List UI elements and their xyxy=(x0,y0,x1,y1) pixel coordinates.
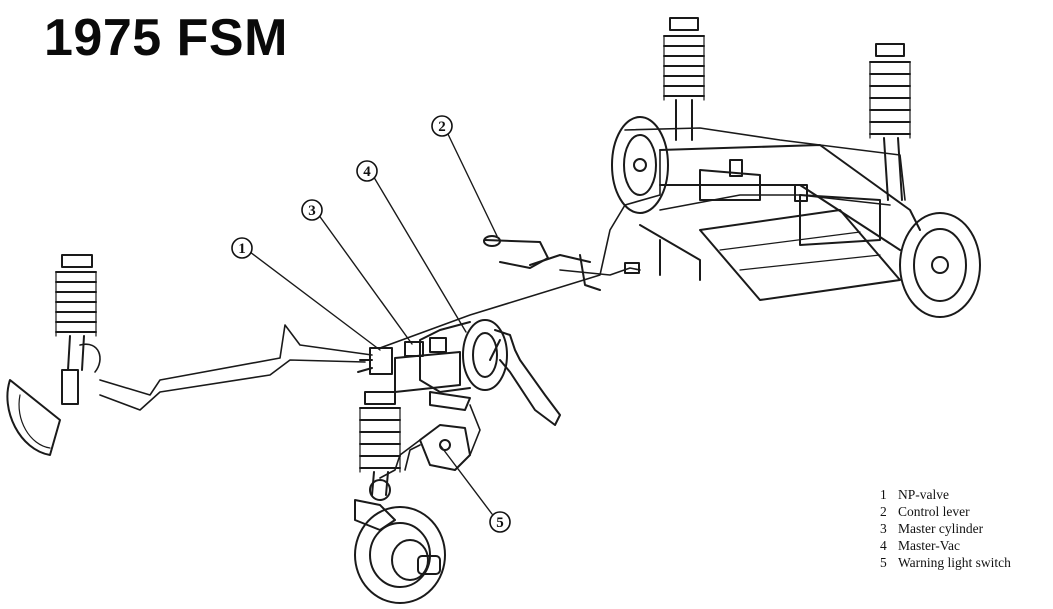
legend-label: NP-valve xyxy=(898,487,949,502)
legend-number: 1 xyxy=(880,487,887,502)
legend-label: Control lever xyxy=(898,504,970,519)
master-cylinder-assembly xyxy=(357,319,561,426)
legend-item: 1 NP-valve xyxy=(880,486,1011,503)
callout-3: 3 xyxy=(301,199,323,221)
callout-4: 4 xyxy=(356,160,378,182)
legend-label: Master-Vac xyxy=(898,538,960,553)
legend-number: 3 xyxy=(880,521,887,536)
svg-text:4: 4 xyxy=(363,164,371,180)
page-title: 1975 FSM xyxy=(44,9,288,67)
callout-5: 5 xyxy=(489,511,511,533)
legend-item: 4 Master-Vac xyxy=(880,537,1011,554)
legend-number: 5 xyxy=(880,555,887,570)
brake-lines xyxy=(99,149,661,411)
svg-text:5: 5 xyxy=(496,515,504,531)
legend-item: 2 Control lever xyxy=(880,503,1011,520)
svg-text:2: 2 xyxy=(438,119,446,135)
front-left-strut xyxy=(6,254,101,456)
parts-legend: 1 NP-valve 2 Control lever 3 Master cylinde… xyxy=(880,486,1011,571)
legend-number: 2 xyxy=(880,504,887,519)
legend-item: 5 Warning light switch xyxy=(880,554,1011,571)
legend-label: Master cylinder xyxy=(898,521,984,536)
callout-2: 2 xyxy=(431,115,453,137)
front-right-strut xyxy=(354,391,446,604)
legend-label: Warning light switch xyxy=(898,555,1011,570)
control-lever xyxy=(483,235,641,291)
legend-number: 4 xyxy=(880,538,887,553)
callout-1: 1 xyxy=(231,237,253,259)
svg-text:1: 1 xyxy=(238,241,246,257)
svg-text:3: 3 xyxy=(308,203,316,219)
callout-leaders xyxy=(249,129,498,515)
rear-axle-assembly xyxy=(611,17,981,318)
legend-item: 3 Master cylinder xyxy=(880,520,1011,537)
callout-markers: 1 3 4 2 5 xyxy=(231,115,511,533)
